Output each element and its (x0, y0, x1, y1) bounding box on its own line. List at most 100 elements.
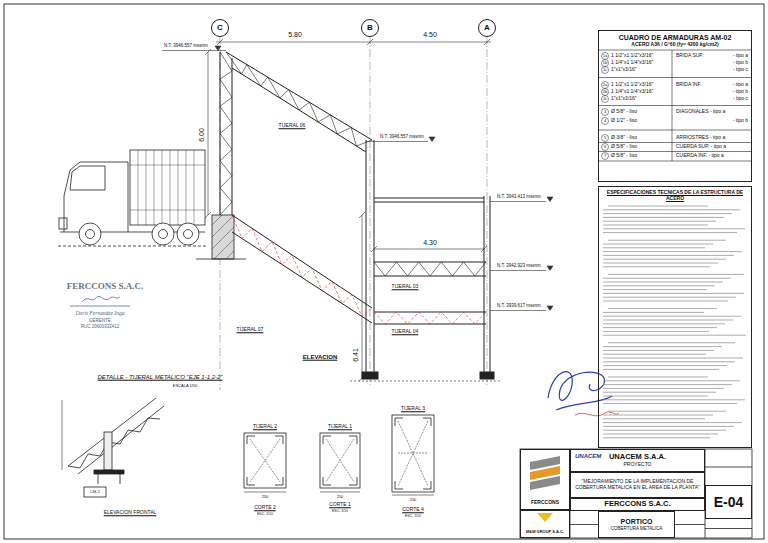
section-view (244, 433, 286, 488)
node-text: E-04 (707, 494, 750, 510)
node-text: PROYECTO (572, 462, 703, 468)
truck (130, 150, 205, 225)
specification-text-lines (603, 301, 728, 302)
node-text: M&M GROUP S.A.C. (523, 530, 567, 535)
scale-note: ESCALA 1/50 (173, 384, 197, 388)
section-view (326, 439, 354, 482)
level-mark: N.T. 3946.557 mssnm (164, 44, 208, 49)
truss-detail (68, 398, 164, 497)
specification-text-lines (603, 285, 715, 286)
specification-text-lines (603, 316, 741, 317)
callout-circle (602, 118, 609, 125)
truck (79, 223, 101, 245)
node-text: UNACEM S.A.A. (572, 453, 703, 462)
dimension: 250 (337, 495, 344, 499)
specification-text-lines (603, 263, 718, 264)
node-text: ACERO A36 / G°60 (fy= 4200 kg/cm2) (602, 42, 748, 48)
specification-text-lines (603, 415, 713, 416)
table-cell: 1 1/4"x1 1/4"x3/16" (611, 60, 653, 66)
truss-detail (104, 432, 112, 470)
specification-text-lines (603, 369, 719, 370)
table-cell: DIAGONALES - tipo a (676, 109, 725, 115)
specification-text-lines (603, 392, 716, 393)
table-cell: CUERDA SUP. - tipo a (676, 144, 726, 150)
callout-circle (602, 109, 609, 116)
specification-text-lines (603, 282, 723, 283)
member-label: TIJERAL 04 (392, 329, 419, 335)
table-cell: Ø 5/8" - liso (611, 144, 637, 150)
grid-bubble: A (478, 19, 496, 37)
specification-text-lines (608, 342, 735, 343)
grid-line (370, 36, 371, 386)
stamp-signature (82, 296, 120, 302)
truck (58, 150, 206, 246)
title-block (520, 449, 752, 538)
signature (548, 372, 619, 416)
node-text: C (212, 23, 228, 32)
view-title: CORTE 2 (254, 505, 276, 511)
grid-bubble: B (361, 19, 379, 37)
steel-truss (374, 312, 486, 324)
dimension: 4.30 (423, 239, 437, 247)
node-text: ESPECIFICACIONES TECNICAS DE LA ESTRUCTU… (602, 190, 748, 202)
part-mark: CM-1 (90, 490, 100, 494)
truss-detail (68, 418, 160, 468)
specification-text-lines (603, 297, 736, 298)
dimension: 6.41 (352, 348, 360, 362)
specification-text-lines (603, 350, 714, 351)
specification-text-lines (603, 232, 737, 233)
stamp-signature (70, 296, 130, 306)
specification-text-lines (603, 358, 743, 359)
table-cell: 1"x1"x3/16" (611, 96, 637, 102)
section-view (247, 436, 283, 485)
steel-truss (232, 58, 233, 215)
steel-truss (226, 52, 372, 146)
truss-detail (68, 398, 164, 474)
drawing-title-cell: PORTICOCOBERTURA METALICA (598, 511, 675, 538)
truck (59, 218, 67, 229)
truck (130, 150, 205, 225)
level-line (490, 270, 546, 271)
section-view (250, 439, 280, 482)
level-line (490, 201, 546, 202)
sheet-frame (4, 4, 764, 539)
view-title: CORTE 1 (329, 502, 351, 508)
specification-text-lines (603, 213, 732, 214)
level-line (547, 306, 553, 311)
member-label: TIJERAL 07 (237, 327, 264, 333)
specification-text-lines (603, 418, 705, 419)
level-line (547, 197, 553, 202)
scale-note: ESC. 1/10 (332, 510, 348, 514)
truck (177, 223, 199, 245)
callout-circle (602, 60, 609, 67)
specification-text-lines (608, 308, 717, 309)
signature (548, 372, 612, 410)
dimension-line (371, 246, 487, 252)
stamp-text: RUC 20600332412 (81, 325, 120, 330)
table-cell: - tipo c (733, 96, 748, 102)
specification-text-lines (603, 278, 731, 279)
section-view (395, 418, 431, 489)
section-view (244, 415, 434, 492)
callout-circle (602, 144, 609, 151)
specification-text-lines (603, 244, 713, 245)
node-text: A (479, 23, 495, 32)
level-line (162, 46, 553, 311)
table-cell: - tipo b (733, 118, 748, 124)
node-text: COBERTURA METALICA (600, 526, 673, 531)
steel-truss (374, 312, 486, 313)
table-cell: - tipo a (733, 53, 748, 59)
level-line (162, 50, 226, 51)
specification-text-lines (603, 251, 742, 252)
company-cell: FERCCONS S.A.C. (570, 498, 705, 511)
section-title: TIJERAL 3 (401, 406, 425, 412)
level-line (215, 46, 221, 51)
specification-text-lines (603, 426, 734, 427)
section-title: TIJERAL 2 (253, 424, 277, 430)
section-view (320, 433, 360, 488)
callout-circle (602, 135, 609, 142)
steel-truss (232, 215, 372, 317)
specification-text-lines (603, 388, 724, 389)
specification-text-lines (603, 437, 710, 438)
specification-text-lines (603, 335, 746, 336)
